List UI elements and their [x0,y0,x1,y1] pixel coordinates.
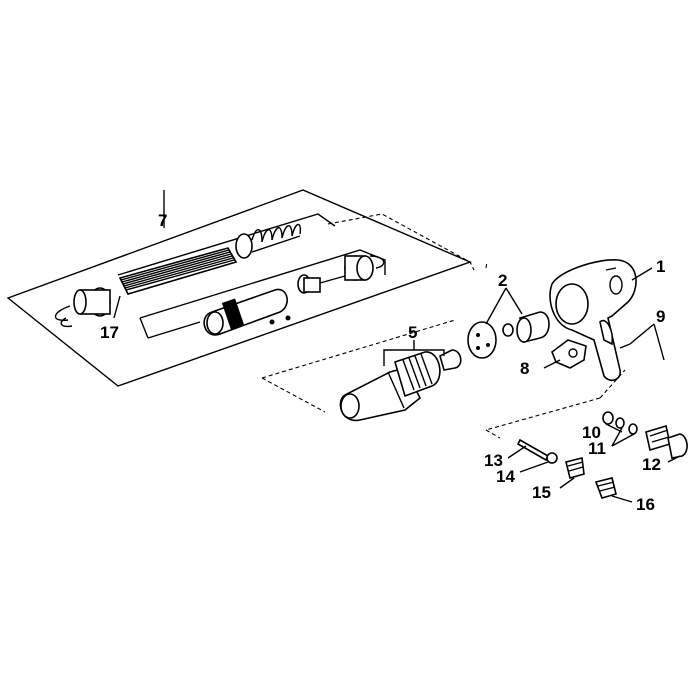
part-8-lever [551,339,587,369]
callout-2: 2 [498,271,507,290]
callout-14: 14 [496,467,515,486]
leader-lines [113,190,681,503]
callout-11: 11 [588,439,606,458]
part-1-housing [549,259,637,382]
piston-rod-group [297,255,385,294]
callout-8: 8 [520,359,529,378]
spring-assembly [235,223,302,259]
callout-16: 16 [636,495,655,514]
dashed-group-outline [261,213,626,439]
callout-10: 10 [582,423,601,442]
callout-1: 1 [656,257,665,276]
inner-subassembly-frame [117,213,386,339]
part-2-valve [467,311,550,359]
callout-labels: 1 2 5 7 8 9 10 11 12 13 14 15 16 17 [100,211,665,514]
callout-13: 13 [484,451,503,470]
callout-12: 12 [642,455,661,474]
callout-9: 9 [656,307,665,326]
callout-5: 5 [408,323,417,342]
callout-7: 7 [158,211,167,230]
callout-17: 17 [100,323,119,342]
part-5-cylinder [339,349,462,422]
left-collar [54,287,111,328]
part-17-tube-bundle [118,247,238,295]
callout-15: 15 [532,483,551,502]
barrel-sleeve [203,288,291,336]
small-parts-group [516,411,688,499]
